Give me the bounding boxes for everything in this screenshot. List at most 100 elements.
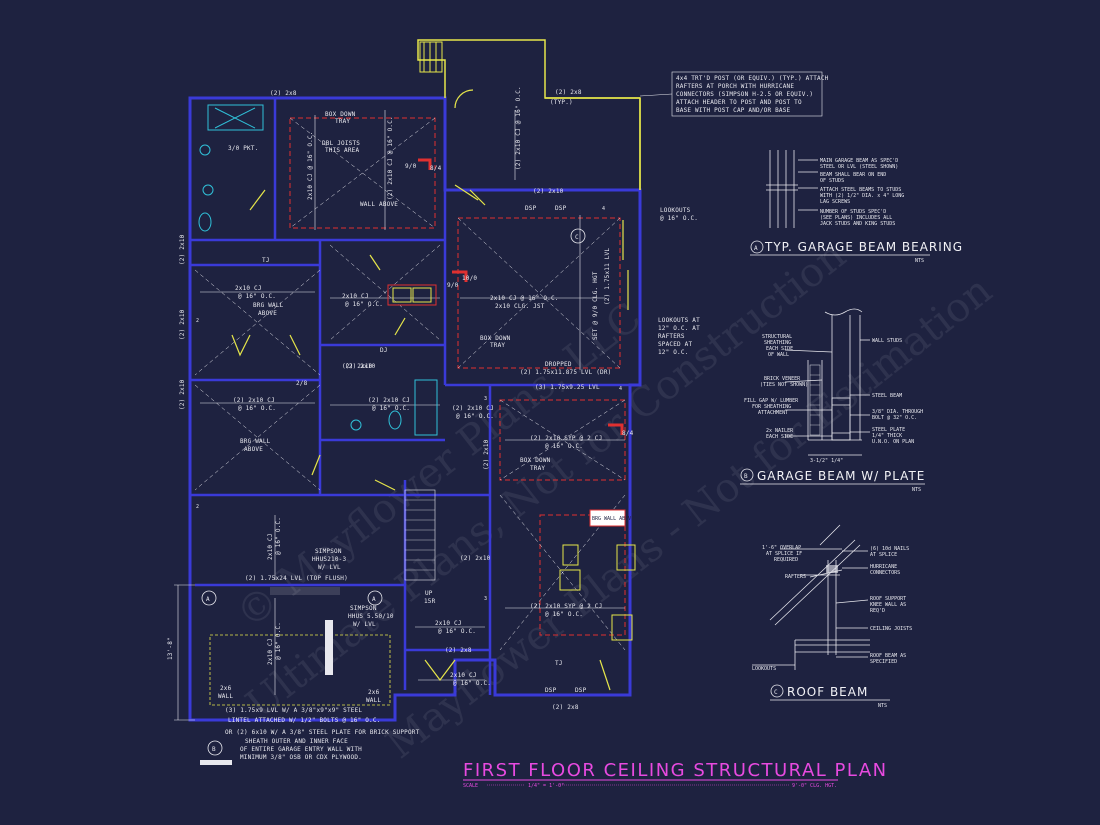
- detail-a-note-4: OF STUDS: [820, 178, 844, 184]
- cj-mid3-2: @ 16" O.C.: [456, 413, 494, 420]
- left-2x10-c: (2) 2x10: [179, 379, 186, 410]
- lvl-top-flush: (2) 1.75x24 LVL (TOP FLUSH): [245, 575, 348, 582]
- wall-2x6-r2: WALL: [366, 697, 381, 704]
- kitchen-island-outline: [539, 514, 626, 636]
- floor-plan: 13'-8" A A B C: [167, 39, 642, 765]
- simpson-2c: W/ LVL: [353, 621, 376, 628]
- detail-a-title: TYP. GARAGE BEAM BEARING: [764, 240, 963, 254]
- simpson-2b: HHUS 5.50/10: [348, 613, 394, 620]
- section-a-right-label: A: [372, 596, 376, 603]
- lvl-bottom-long: (3) 1.75x9 LVL W/ A 3/8"x9"x9" STEEL: [225, 707, 362, 714]
- cj-garage-3b: @ 16" O.C.: [438, 628, 476, 635]
- joist-span-lines: [200, 110, 625, 695]
- header-2x10-b: (2) 2x10: [342, 363, 373, 370]
- dj-label: DJ: [380, 347, 388, 354]
- box-down-bottom-2: TRAY: [530, 465, 545, 472]
- cj-mid2-2: @ 16" O.C.: [372, 405, 410, 412]
- detail-a-note-7: LAG SCREWS: [820, 199, 850, 205]
- porch-note-1: 4x4 TRT'D POST (OR EQUIV.) (TYP.) ATTACH: [676, 75, 829, 82]
- wall-2x6-l2: WALL: [218, 693, 233, 700]
- detail-c-n13: ROOF BEAM AS: [870, 653, 906, 659]
- detail-b-l7: FILL GAP W/ LUMBER: [744, 398, 799, 404]
- typ-label: (TYP.): [550, 99, 573, 106]
- header-2x8-bottom2: (2) 2x8: [552, 704, 579, 711]
- detail-c-n11: REQ'D: [870, 608, 885, 614]
- beam-marker-1: [418, 158, 432, 170]
- cj-right-a2: @ 16" O.C.: [545, 443, 583, 450]
- detail-c-n6: HURRICANE: [870, 564, 897, 570]
- ceiling-height: 9'-0" CLG. HGT.: [792, 783, 837, 789]
- detail-a-note-9: (SEE PLANS) INCLUDES ALL: [820, 215, 892, 221]
- tray-outline-mid: [457, 217, 621, 369]
- detail-b-tag: B: [744, 473, 748, 480]
- detail-b-r4: BOLT @ 32" O.C.: [872, 415, 917, 421]
- detail-a-note-5: ATTACH STEEL BEAMS TO STUDS: [820, 187, 901, 193]
- up-label: UP: [425, 590, 433, 597]
- lvl-925: (3) 1.75x9.25 LVL: [535, 384, 600, 391]
- beam-tag: BRG WALL ABOVE: [592, 516, 634, 522]
- detail-c-n9: ROOF SUPPORT: [870, 596, 906, 602]
- lookouts-mid-5: 12" O.C.: [658, 349, 689, 356]
- detail-b-r6: 1/4" THICK: [872, 433, 902, 439]
- brg-wall-1a: BRG WALL: [253, 302, 284, 309]
- garage-beam-flush: [270, 587, 340, 595]
- detail-c-n1: 1'-6" OVERLAP: [762, 545, 801, 551]
- beam-marker-3: [608, 423, 624, 435]
- detail-c-roof-beam: 1'-6" OVERLAP AT SPLICE IF REQUIRED (6) …: [752, 524, 912, 709]
- garage-door-outline: [209, 634, 391, 706]
- detail-a-note-3: BEAM SHALL BEAR ON END: [820, 172, 886, 178]
- cj-main-1: 2x10 CJ @ 16" O.C.: [490, 295, 559, 302]
- bath-fixtures: [198, 104, 438, 436]
- cj-2x10-mid-oc: @ 16" O.C.: [345, 301, 383, 308]
- plan-labels: 4x4 TRT'D POST (OR EQUIV.) (TYP.) ATTACH…: [179, 71, 829, 761]
- sheath-note-2: OF ENTIRE GARAGE ENTRY WALL WITH: [240, 746, 362, 753]
- section-marker-bar: [200, 760, 232, 765]
- cj-mid3-1: (2) 2x10 CJ: [452, 405, 494, 412]
- detail-c-n2: AT SPLICE IF: [766, 551, 802, 557]
- detail-b-l9: ATTACHMENT: [758, 410, 788, 416]
- garage-post: [325, 620, 333, 675]
- simpson-2a: SIMPSON: [350, 605, 377, 612]
- detail-b-l8: FOR SHEATHING: [752, 404, 791, 410]
- cj-left1-2: @ 16" O.C.: [238, 293, 276, 300]
- detail-a-note-6: WITH (2) 1/2" DIA. x 4" LONG: [820, 193, 904, 199]
- porch-stair: [419, 41, 443, 73]
- set-lvl: SET @ 9/0 CLG. HGT: [592, 271, 599, 340]
- frac-a: 9/0: [405, 163, 417, 170]
- detail-b-title: GARAGE BEAM W/ PLATE: [757, 469, 925, 483]
- detail-a-note-8: NUMBER OF STUDS SPEC'D: [820, 209, 886, 215]
- cj-garage-3: 2x10 CJ: [435, 620, 462, 627]
- dbl-joists-1: DBL JOISTS: [322, 140, 360, 147]
- sheath-note-3: MINIMUM 3/8" OSB OR CDX PLYWOOD.: [240, 754, 362, 761]
- detail-a-garage-beam-bearing: MAIN GARAGE BEAM AS SPEC'D STEEL OR LVL …: [750, 150, 963, 264]
- cj-v2: (2) 2x10 CJ @ 16" O.C.: [387, 116, 394, 200]
- num-4-a: 4: [602, 206, 605, 212]
- simpson-1b: HHUS210-3: [312, 556, 346, 563]
- detail-b-l10: 2x NAILER: [766, 428, 794, 434]
- detail-a-tag: A: [754, 245, 758, 252]
- detail-b-l1: STRUCTURAL: [762, 334, 792, 340]
- cj-v1: 2x10 CJ @ 16" O.C.: [307, 131, 314, 200]
- cj-right-a1: (2) 2x10 SYP @ 2 CJ: [530, 435, 602, 442]
- lintel-label: LINTEL ATTACHED W/ 1/2" BOLTS @ 16" O.C.: [228, 717, 381, 724]
- header-2x10-b2: (2) 2x10: [345, 363, 376, 370]
- cj-bottom-mid-b: @ 16" O.C.: [453, 680, 491, 687]
- cj-right-b2: @ 16" O.C.: [545, 611, 583, 618]
- lookouts-mid-2: 12" O.C. AT: [658, 325, 700, 332]
- detail-c-n10: KNEE WALL AS: [870, 602, 906, 608]
- num-4-b: 4: [619, 386, 622, 392]
- detail-b-l2: SHEATHING: [764, 340, 791, 346]
- header-2x8-bottom: (2) 2x8: [445, 647, 472, 654]
- cj-garage-1b: @ 16" O.C.: [275, 517, 282, 555]
- cj-bottom-mid: 2x10 CJ: [450, 672, 477, 679]
- detail-b-r5: STEEL PLATE: [872, 427, 905, 433]
- detail-b-l11: EACH SIDE: [766, 434, 793, 440]
- pkt-label: 3/0 PKT.: [228, 145, 259, 152]
- wall-above-label: WALL ABOVE: [360, 201, 398, 208]
- num-2-b: 2: [196, 504, 199, 510]
- wall-2x6-r1: 2x6: [368, 689, 380, 696]
- lookouts-top-2: @ 16" O.C.: [660, 215, 698, 222]
- frac-b: 8/4: [430, 165, 442, 172]
- tj-bottom: TJ: [555, 660, 563, 667]
